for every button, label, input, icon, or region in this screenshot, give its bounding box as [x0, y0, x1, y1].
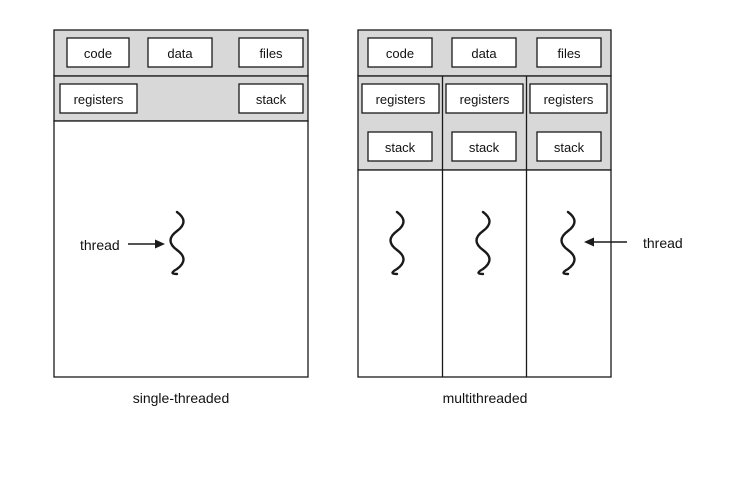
multi-files-box: files — [536, 37, 602, 68]
single-threaded-caption: single-threaded — [133, 390, 230, 406]
single-files-box: files — [238, 37, 304, 68]
multi-thread-3-registers-box: registers — [529, 83, 608, 114]
multi-thread-2-column: registers stack — [445, 83, 524, 276]
single-code-box: code — [66, 37, 130, 68]
single-thread-body — [53, 120, 309, 378]
multi-thread-2-stack-label: stack — [469, 140, 500, 155]
multi-thread-1-registers-box: registers — [361, 83, 440, 114]
multi-thread-2-registers-box: registers — [445, 83, 524, 114]
multi-code-box: code — [367, 37, 433, 68]
single-stack-box: stack — [238, 83, 304, 114]
multi-thread-3-registers-label: registers — [544, 92, 594, 107]
multi-thread-1-stack-box: stack — [367, 131, 433, 162]
multi-thread-2-stack-box: stack — [451, 131, 517, 162]
multi-thread-3-stack-label: stack — [554, 140, 585, 155]
multi-thread-1-column: registers stack — [361, 83, 440, 276]
multi-data-box: data — [451, 37, 517, 68]
multi-thread-body — [357, 169, 612, 378]
multithreaded-caption: multithreaded — [443, 390, 528, 406]
single-data-box: data — [147, 37, 213, 68]
multi-thread-1-squiggle-icon — [389, 210, 405, 276]
single-thread-label: thread — [80, 237, 120, 253]
multi-thread-label: thread — [643, 235, 683, 251]
single-code-label: code — [84, 46, 112, 61]
multi-files-label: files — [557, 46, 581, 61]
multi-thread-2-registers-label: registers — [460, 92, 510, 107]
multi-thread-1-stack-label: stack — [385, 140, 416, 155]
multi-code-label: code — [386, 46, 414, 61]
multi-data-label: data — [471, 46, 497, 61]
single-files-label: files — [259, 46, 283, 61]
single-data-label: data — [167, 46, 193, 61]
single-registers-label: registers — [74, 92, 124, 107]
single-registers-box: registers — [59, 83, 138, 114]
multi-thread-3-column: registers stack — [529, 83, 608, 276]
multi-thread-2-squiggle-icon — [475, 210, 491, 276]
multi-thread-1-registers-label: registers — [376, 92, 426, 107]
multi-thread-3-squiggle-icon — [560, 210, 576, 276]
single-threaded-process: code data files registers stack thread s… — [53, 29, 309, 406]
single-stack-label: stack — [256, 92, 287, 107]
single-thread-squiggle-icon — [169, 210, 185, 276]
multi-thread-3-stack-box: stack — [536, 131, 602, 162]
single-thread-arrow-icon — [128, 239, 165, 249]
multi-thread-arrow-icon — [584, 237, 627, 247]
multithreaded-process: code data files registers stack — [357, 29, 683, 406]
